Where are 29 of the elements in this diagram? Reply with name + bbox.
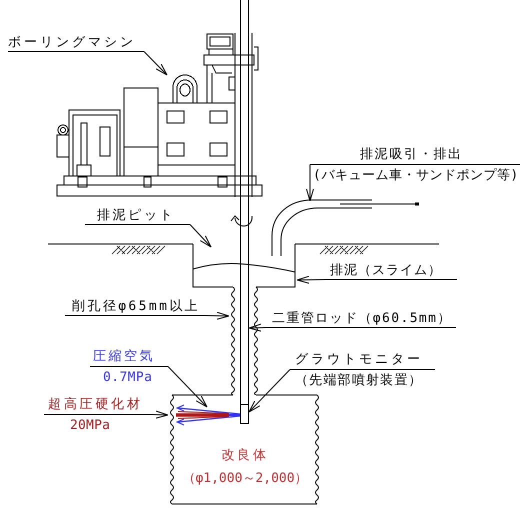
callout-label: 排泥吸引・排出 [310,146,520,165]
excavation-pit [192,243,297,289]
leader-line [296,276,326,284]
callout-note: (バキューム車・サンドポンプ等) [313,167,519,185]
leader-line [168,366,208,408]
callout-label: 排泥（スライム） [326,262,457,280]
leader-line [204,312,230,320]
callout-note: （先端部噴射装置） [295,372,423,390]
body-label: 改良体 [221,447,269,465]
borehole-wall [229,287,260,395]
callout-label: ボーリングマシン [8,34,144,52]
callout-label: 二重管ロッド（φ60.5mm） [266,310,456,328]
callout-label: 削孔径φ65mm以上 [65,298,205,316]
callout-label: 超高圧硬化材 [44,396,152,415]
leader-line [248,324,266,332]
size-label: （φ1,000～2,000） [182,470,308,488]
callout-note: 20MPa [70,417,110,435]
leader-line [144,51,168,76]
callout-label: グラウトモニター [290,351,435,370]
leader-line [248,369,290,412]
callout-note: 0.7MPa [103,369,152,387]
leader-line [306,164,314,202]
drill-rod [240,0,249,404]
boring-machine [55,32,265,198]
callout-label: 排泥ピット [85,207,190,225]
leader-line [152,410,168,419]
grout-monitor [240,404,249,424]
leader-line [190,224,212,248]
callout-label: 圧縮空気 [90,348,168,367]
